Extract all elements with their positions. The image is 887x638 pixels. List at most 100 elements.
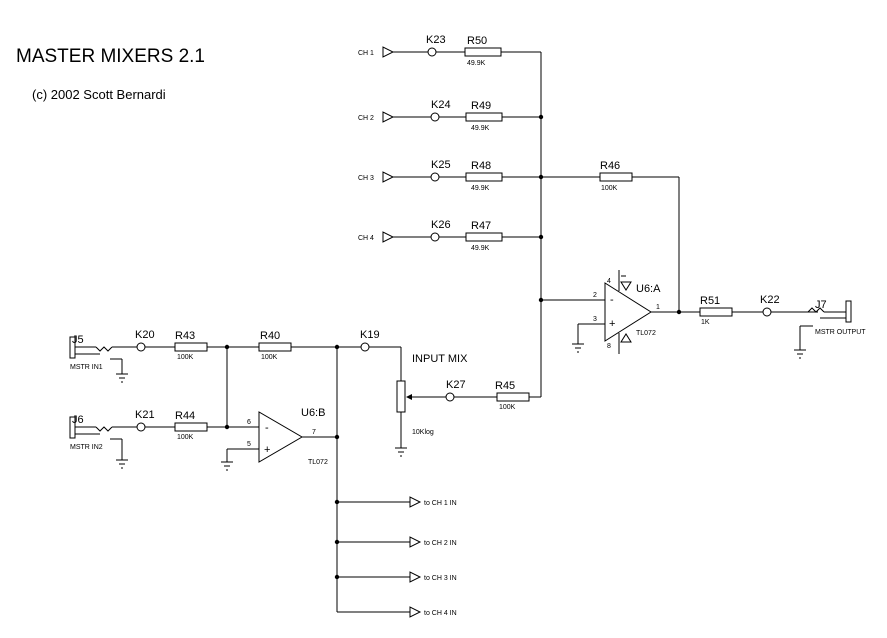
opamp-u6b-body	[258, 411, 303, 463]
resistor-r47-ref: R47	[471, 220, 491, 232]
port-ch3-icon	[382, 171, 395, 183]
jack-j7-ref: J7	[815, 299, 827, 311]
resistor-r46-ref: R46	[600, 160, 620, 172]
schematic-title: MASTER MIXERS 2.1	[16, 46, 205, 67]
opamp-u6b-minus-sign: -	[265, 422, 269, 434]
testpoint-k23	[427, 47, 437, 57]
resistor-r48-ref: R48	[471, 160, 491, 172]
port-label-to-ch1: to CH 1 IN	[424, 500, 457, 507]
port-label-ch3: CH 3	[358, 175, 374, 182]
port-to-ch1-icon	[409, 496, 422, 508]
resistor-r44-ref: R44	[175, 410, 195, 422]
resistor-r50	[464, 47, 502, 57]
opamp-u6b-plus-sign: +	[264, 444, 270, 456]
resistor-r40-ref: R40	[260, 330, 280, 342]
resistor-r49	[465, 112, 503, 122]
resistor-r46-value: 100K	[601, 185, 618, 192]
vminus-arrow-icon	[620, 333, 632, 343]
testpoint-k26	[430, 232, 440, 242]
jack-j7-icon	[794, 300, 852, 359]
port-to-ch3-icon	[409, 571, 422, 583]
potentiometer-label: INPUT MIX	[412, 353, 468, 365]
resistor-r43-value: 100K	[177, 354, 194, 361]
testpoint-k20	[136, 342, 146, 352]
opamp-u6a-plus-sign: +	[609, 318, 615, 330]
copyright-note: (c) 2002 Scott Bernardi	[32, 87, 166, 102]
port-label-to-ch3: to CH 3 IN	[424, 575, 457, 582]
pot-wiper-arrow-icon	[406, 394, 412, 400]
opamp-u6a: - + 2 3 4 8 U6:A TL072 1	[541, 270, 700, 354]
testpoint-k19-label: K19	[360, 329, 380, 341]
testpoint-k25	[430, 172, 440, 182]
input-mix-section: K19 INPUT MIX 10Klog K27 R45 100K	[360, 329, 541, 457]
testpoint-k27	[445, 392, 455, 402]
resistor-r40	[258, 342, 292, 352]
resistor-r49-value: 49.9K	[471, 125, 490, 132]
jack-j6-icon	[69, 416, 128, 469]
resistor-r46	[599, 172, 633, 182]
ch1-input-row: CH 1 K23 R50 49.9K	[358, 34, 541, 67]
testpoint-k23-label: K23	[426, 34, 446, 46]
jack-j5-label: MSTR IN1	[70, 364, 103, 371]
opamp-u6b: - + 6 5 7 U6:B TL072	[221, 407, 337, 471]
jack-j6-ref: J6	[72, 414, 84, 426]
opamp-u6b-pin5: 5	[247, 441, 251, 448]
testpoint-k27-label: K27	[446, 379, 466, 391]
ground-pot-icon	[395, 447, 407, 457]
potentiometer-input-mix	[396, 380, 406, 413]
send-to-ch1: to CH 1 IN	[337, 496, 457, 508]
resistor-r48-value: 49.9K	[471, 185, 490, 192]
resistor-r45-ref: R45	[495, 380, 515, 392]
ground-u6a-icon	[572, 343, 584, 353]
resistor-r46-group: R46 100K	[599, 160, 680, 312]
port-label-to-ch4: to CH 4 IN	[424, 610, 457, 617]
opamp-u6a-pin3: 3	[593, 316, 597, 323]
resistor-r44	[174, 422, 208, 432]
opamp-u6a-pin4: 4	[607, 278, 611, 285]
resistor-r45	[496, 392, 530, 402]
port-label-to-ch2: to CH 2 IN	[424, 540, 457, 547]
opamp-u6a-minus-sign: -	[610, 294, 614, 306]
port-label-ch1: CH 1	[358, 50, 374, 57]
testpoint-k19	[360, 342, 370, 352]
ch3-input-row: CH 3 K25 R48 49.9K	[358, 159, 600, 192]
opamp-u6a-ref: U6:A	[636, 283, 661, 295]
jack-j5-group: J5 MSTR IN1 K20 R43 100K	[69, 329, 259, 383]
jack-j7-label: MSTR OUTPUT	[815, 329, 866, 336]
port-to-ch2-icon	[409, 536, 422, 548]
opamp-u6a-body	[604, 282, 652, 342]
opamp-u6b-pin6: 6	[247, 419, 251, 426]
testpoint-k20-label: K20	[135, 329, 155, 341]
resistor-r40-value: 100K	[261, 354, 278, 361]
jack-j6-group: J6 MSTR IN2 K21 R44 100K	[69, 409, 259, 469]
testpoint-k25-label: K25	[431, 159, 451, 171]
vplus-arrow-icon	[620, 281, 632, 291]
testpoint-k24-label: K24	[431, 99, 451, 111]
potentiometer-value: 10Klog	[412, 429, 434, 436]
port-label-ch2: CH 2	[358, 115, 374, 122]
opamp-u6a-pin1: 1	[656, 304, 660, 311]
port-ch4-icon	[382, 231, 395, 243]
resistor-r45-value: 100K	[499, 404, 516, 411]
resistor-r47-value: 49.9K	[471, 245, 490, 252]
testpoint-k26-label: K26	[431, 219, 451, 231]
resistor-r43-ref: R43	[175, 330, 195, 342]
opamp-u6a-part: TL072	[636, 330, 656, 337]
resistor-r51-value: 1K	[701, 319, 710, 326]
ground-u6b-icon	[221, 461, 233, 471]
resistor-r49-ref: R49	[471, 100, 491, 112]
opamp-u6b-part: TL072	[308, 459, 328, 466]
send-to-ch2: to CH 2 IN	[337, 536, 457, 548]
testpoint-k21	[136, 422, 146, 432]
testpoint-k24	[430, 112, 440, 122]
testpoint-k22-label: K22	[760, 294, 780, 306]
port-ch1-icon	[382, 46, 395, 58]
port-ch2-icon	[382, 111, 395, 123]
resistor-r51-ref: R51	[700, 295, 720, 307]
opamp-u6a-pin2: 2	[593, 292, 597, 299]
jack-j6-label: MSTR IN2	[70, 444, 103, 451]
send-to-ch4: to CH 4 IN	[337, 606, 457, 618]
testpoint-k21-label: K21	[135, 409, 155, 421]
port-to-ch4-icon	[409, 606, 422, 618]
